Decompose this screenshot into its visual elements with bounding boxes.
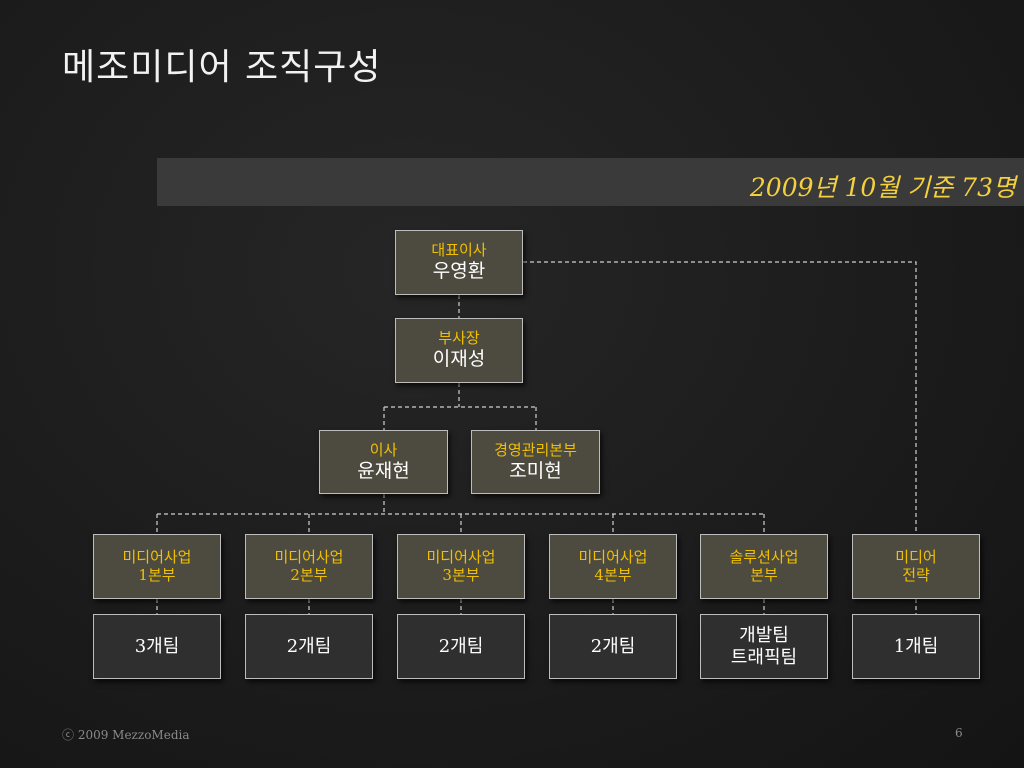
director-name: 윤재현 [357,459,410,482]
team-box-4: 2개팀 [549,614,677,679]
vp-name: 이재성 [432,348,486,371]
vp-box: 부사장 이재성 [395,318,523,383]
ceo-name: 우영환 [432,260,486,283]
division-3-line2: 3본부 [442,565,480,584]
team-4-line1: 2개팀 [590,635,636,657]
management-role: 경영관리본부 [494,440,577,459]
division-6-line2: 전략 [902,565,930,584]
slide-title: 메조미디어 조직구성 [62,47,382,88]
management-name: 조미현 [509,459,562,482]
division-1-line1: 미디어사업 [122,547,192,566]
division-4-line1: 미디어사업 [578,547,648,566]
team-2-line1: 2개팀 [286,635,332,657]
page-number: 6 [955,726,963,740]
team-5-line2: 트래픽팀 [730,646,798,668]
team-box-5: 개발팀 트래픽팀 [700,614,828,679]
division-box-2: 미디어사업 2본부 [245,534,373,599]
team-box-2: 2개팀 [245,614,373,679]
division-2-line2: 2본부 [290,565,328,584]
footer-copyright: ⓒ 2009 MezzoMedia [62,728,190,742]
ceo-role: 대표이사 [431,241,487,260]
date-headcount-banner: 2009년 10월 기준 73명 [157,158,1024,206]
team-3-line1: 2개팀 [438,635,484,657]
director-role: 이사 [369,440,398,459]
division-box-4: 미디어사업 4본부 [549,534,677,599]
team-6-line1: 1개팀 [893,635,939,657]
banner-text: 2009년 10월 기준 73명 [749,173,1016,202]
division-box-1: 미디어사업 1본부 [93,534,221,599]
division-3-line1: 미디어사업 [426,547,496,566]
division-6-line1: 미디어 [895,547,937,566]
management-box: 경영관리본부 조미현 [471,430,600,494]
division-1-line2: 1본부 [138,565,176,584]
division-box-6: 미디어 전략 [852,534,980,599]
team-box-6: 1개팀 [852,614,980,679]
vp-role: 부사장 [438,329,480,348]
division-box-5: 솔루션사업 본부 [700,534,828,599]
division-box-3: 미디어사업 3본부 [397,534,525,599]
division-5-line2: 본부 [750,565,778,584]
division-2-line1: 미디어사업 [274,547,344,566]
division-5-line1: 솔루션사업 [729,547,799,566]
director-box: 이사 윤재현 [319,430,448,494]
team-box-1: 3개팀 [93,614,221,679]
team-1-line1: 3개팀 [134,635,180,657]
connector-ceo-strategy [523,261,917,534]
team-box-3: 2개팀 [397,614,525,679]
ceo-box: 대표이사 우영환 [395,230,523,295]
team-5-line1: 개발팀 [739,625,789,647]
division-4-line2: 4본부 [594,565,632,584]
